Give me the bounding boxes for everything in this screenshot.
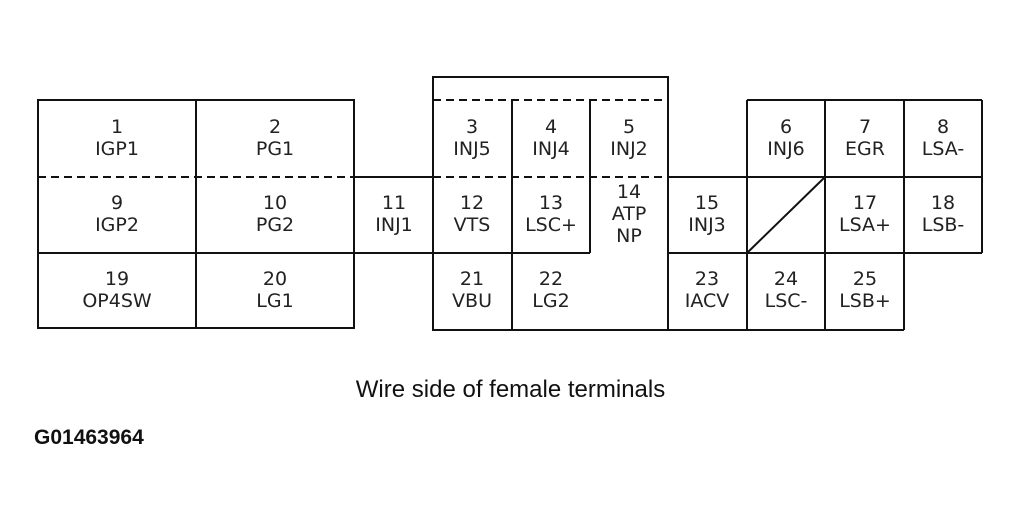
terminal-signal: INJ3 <box>688 214 726 236</box>
terminal-7: 7 EGR <box>845 116 885 160</box>
terminal-signal: LSA+ <box>839 214 891 236</box>
terminal-number: 11 <box>382 192 406 214</box>
blank-cavity-slash <box>746 176 826 254</box>
terminal-signal: OP4SW <box>82 290 152 312</box>
terminal-signal: LSA- <box>922 138 964 160</box>
terminal-13: 13 LSC+ <box>525 192 577 236</box>
terminal-number: 5 <box>623 116 635 138</box>
figure-id: G01463964 <box>34 426 144 449</box>
terminal-11: 11 INJ1 <box>375 192 413 236</box>
terminal-number: 14 <box>617 181 641 203</box>
terminal-15: 15 INJ3 <box>688 192 726 236</box>
terminal-9: 9 IGP2 <box>95 192 139 236</box>
terminal-number: 8 <box>937 116 949 138</box>
terminal-4: 4 INJ4 <box>532 116 570 160</box>
terminal-number: 9 <box>111 192 123 214</box>
terminal-number: 2 <box>269 116 281 138</box>
terminal-signal: INJ2 <box>610 138 648 160</box>
terminal-signal: PG1 <box>256 138 294 160</box>
terminal-5: 5 INJ2 <box>610 116 648 160</box>
terminal-number: 4 <box>545 116 557 138</box>
terminal-signal: IGP1 <box>95 138 139 160</box>
terminal-signal: LSB- <box>922 214 965 236</box>
terminal-signal: VBU <box>452 290 492 312</box>
diagram-caption: Wire side of female terminals <box>355 376 666 403</box>
terminal-number: 13 <box>539 192 563 214</box>
terminal-number: 1 <box>111 116 123 138</box>
terminal-signal: LG1 <box>256 290 293 312</box>
terminal-number: 24 <box>774 268 798 290</box>
terminal-number: 17 <box>853 192 877 214</box>
terminal-25: 25 LSB+ <box>839 268 891 312</box>
terminal-17: 17 LSA+ <box>839 192 891 236</box>
terminal-23: 23 IACV <box>685 268 730 312</box>
terminal-12: 12 VTS <box>454 192 491 236</box>
terminal-19: 19 OP4SW <box>82 268 152 312</box>
terminal-number: 20 <box>263 268 287 290</box>
terminal-21: 21 VBU <box>452 268 492 312</box>
terminal-signal: VTS <box>454 214 491 236</box>
terminal-signal: IGP2 <box>95 214 139 236</box>
terminal-number: 21 <box>460 268 484 290</box>
terminal-signal: INJ4 <box>532 138 570 160</box>
terminal-24: 24 LSC- <box>765 268 808 312</box>
terminal-number: 3 <box>466 116 478 138</box>
terminal-number: 18 <box>931 192 955 214</box>
terminal-number: 6 <box>780 116 792 138</box>
terminal-number: 12 <box>460 192 484 214</box>
terminal-10: 10 PG2 <box>256 192 294 236</box>
connector-outline <box>37 76 983 331</box>
terminal-3: 3 INJ5 <box>453 116 491 160</box>
terminal-2: 2 PG1 <box>256 116 294 160</box>
terminal-signal: LSC- <box>765 290 808 312</box>
terminal-signal: LSB+ <box>839 290 891 312</box>
terminal-number: 19 <box>105 268 129 290</box>
terminal-signal: INJ5 <box>453 138 491 160</box>
terminal-signal: LG2 <box>532 290 569 312</box>
terminal-1: 1 IGP1 <box>95 116 139 160</box>
terminal-signal: PG2 <box>256 214 294 236</box>
terminal-signal: EGR <box>845 138 885 160</box>
terminal-signal: LSC+ <box>525 214 577 236</box>
terminal-number: 22 <box>539 268 563 290</box>
terminal-number: 7 <box>859 116 871 138</box>
terminal-number: 25 <box>853 268 877 290</box>
terminal-signal: IACV <box>685 290 730 312</box>
terminal-signal: INJ6 <box>767 138 805 160</box>
terminal-18: 18 LSB- <box>922 192 965 236</box>
terminal-8: 8 LSA- <box>922 116 964 160</box>
terminal-14: 14 ATP NP <box>611 181 647 247</box>
terminal-number: 23 <box>695 268 719 290</box>
terminal-signal: INJ1 <box>375 214 413 236</box>
terminal-6: 6 INJ6 <box>767 116 805 160</box>
terminal-signal: ATP NP <box>611 203 647 247</box>
terminal-number: 10 <box>263 192 287 214</box>
terminal-22: 22 LG2 <box>532 268 569 312</box>
terminal-number: 15 <box>695 192 719 214</box>
terminal-20: 20 LG1 <box>256 268 293 312</box>
